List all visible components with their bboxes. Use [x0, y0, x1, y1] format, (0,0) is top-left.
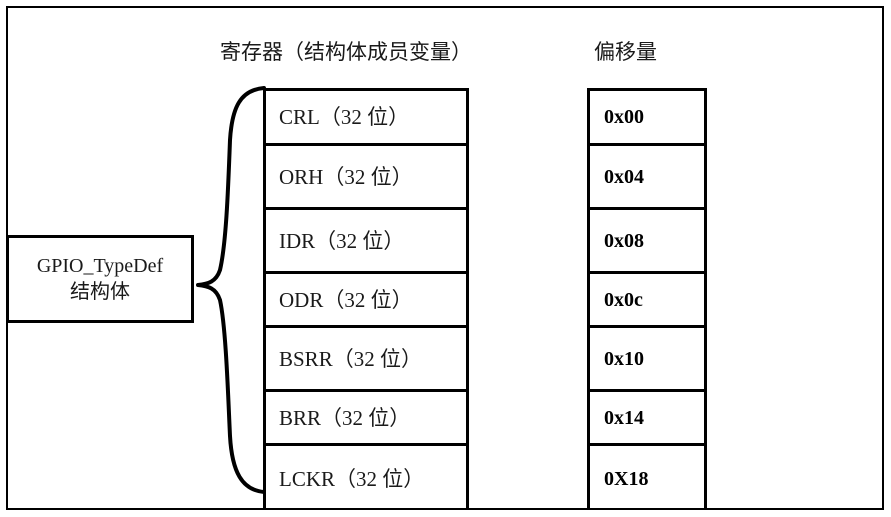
gpio-typedef-subtitle: 结构体 [70, 281, 130, 303]
offset-value: 0x00 [604, 106, 644, 128]
table-row: ODR（32 位） [266, 274, 466, 328]
register-column-header: 寄存器（结构体成员变量） [220, 40, 472, 64]
register-label: ORH（32 位） [279, 164, 413, 189]
register-label: ODR（32 位） [279, 287, 413, 312]
register-label: IDR（32 位） [279, 228, 405, 253]
offset-value: 0x14 [604, 406, 644, 429]
table-row: 0x10 [590, 328, 704, 392]
table-row: ORH（32 位） [266, 146, 466, 210]
table-row: CRL（32 位） [266, 91, 466, 146]
table-row: BRR（32 位） [266, 392, 466, 446]
offset-table: 0x00 0x04 0x08 0x0c 0x10 0x14 0X18 [587, 88, 707, 508]
register-label: BSRR（32 位） [279, 346, 422, 371]
register-table: CRL（32 位） ORH（32 位） IDR（32 位） ODR（32 位） … [263, 88, 469, 508]
register-label: LCKR（32 位） [279, 466, 425, 491]
table-row: 0x00 [590, 91, 704, 146]
table-row: 0x08 [590, 210, 704, 274]
offset-value: 0x08 [604, 229, 644, 252]
gpio-typedef-struct-box: GPIO_TypeDef 结构体 [6, 235, 194, 323]
table-row: IDR（32 位） [266, 210, 466, 274]
offset-value: 0x0c [604, 288, 643, 311]
table-row: 0x04 [590, 146, 704, 210]
table-row: BSRR（32 位） [266, 328, 466, 392]
offset-value: 0x10 [604, 347, 644, 370]
register-label: CRL（32 位） [279, 105, 410, 129]
gpio-typedef-name: GPIO_TypeDef [36, 255, 164, 277]
offset-column-header: 偏移量 [594, 40, 657, 64]
offset-value: 0x04 [604, 165, 644, 188]
offset-value: 0X18 [604, 467, 649, 490]
table-row: LCKR（32 位） [266, 446, 466, 511]
table-row: 0x14 [590, 392, 704, 446]
table-row: 0X18 [590, 446, 704, 511]
register-label: BRR（32 位） [279, 405, 411, 430]
table-row: 0x0c [590, 274, 704, 328]
